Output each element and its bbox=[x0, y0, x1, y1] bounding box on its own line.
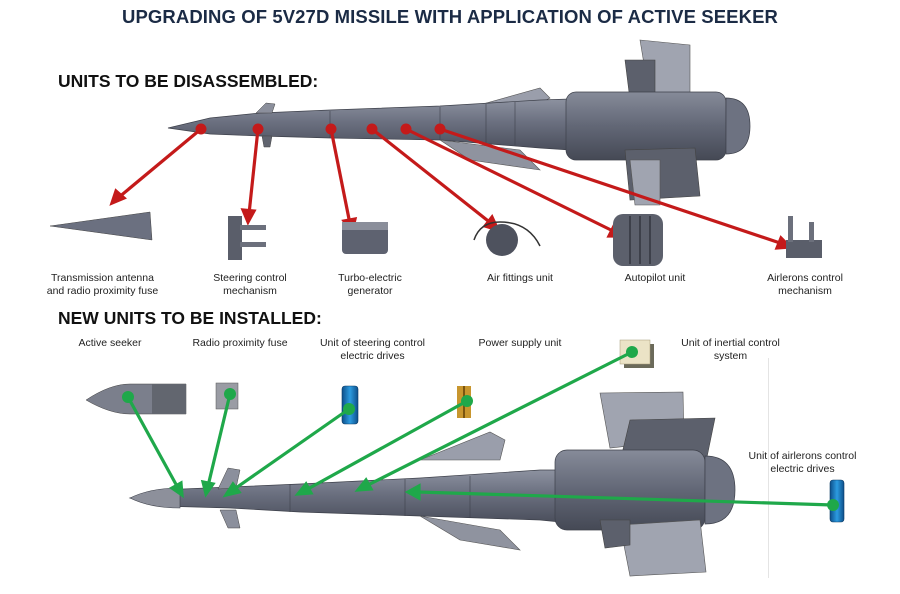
red-arrowhead bbox=[240, 208, 257, 226]
label-line: and radio proximity fuse bbox=[46, 285, 159, 297]
divider-line bbox=[768, 358, 769, 578]
red-marker bbox=[366, 123, 378, 135]
label-line: Air fittings unit bbox=[487, 272, 553, 284]
label-line: Active seeker bbox=[78, 337, 142, 349]
label-line: Airlerons control bbox=[767, 272, 843, 284]
part-turbo-generator bbox=[342, 222, 388, 254]
red-arrowhead bbox=[109, 188, 127, 206]
unit-label-installed: Radio proximity fuse bbox=[180, 337, 300, 350]
unit-label-disassembled: Air fittings unit bbox=[460, 272, 580, 285]
green-arrowhead bbox=[200, 479, 216, 498]
green-arrowhead bbox=[354, 477, 374, 492]
label-line: Unit of airlerons control bbox=[748, 450, 857, 462]
part-air-fittings bbox=[473, 221, 541, 256]
green-arrowhead bbox=[168, 480, 184, 499]
unit-label-disassembled: Autopilot unit bbox=[610, 272, 700, 285]
green-marker bbox=[122, 391, 134, 403]
green-marker bbox=[461, 395, 473, 407]
label-line: mechanism bbox=[778, 285, 832, 297]
label-line: electric drives bbox=[770, 463, 835, 475]
red-marker bbox=[252, 123, 264, 135]
label-line: Unit of inertial control bbox=[681, 337, 780, 349]
part-steering-mechanism bbox=[228, 216, 266, 260]
label-line: Power supply unit bbox=[478, 337, 562, 349]
label-line: electric drives bbox=[340, 350, 405, 362]
green-marker bbox=[343, 403, 355, 415]
removed-parts bbox=[49, 211, 822, 266]
label-line: Turbo-electric bbox=[338, 272, 402, 284]
unit-label-installed: Power supply unit bbox=[470, 337, 570, 350]
label-line: system bbox=[713, 350, 748, 362]
red-marker bbox=[195, 123, 207, 135]
green-arrowhead bbox=[222, 481, 242, 498]
part-ailerons-mechanism bbox=[786, 216, 822, 258]
green-marker bbox=[224, 388, 236, 400]
green-arrows bbox=[122, 346, 839, 511]
green-arrowhead bbox=[294, 481, 314, 496]
section-heading-disassembled: UNITS TO BE DISASSEMBLED: bbox=[58, 71, 319, 91]
green-marker bbox=[827, 499, 839, 511]
unit-label-installed: Active seeker bbox=[55, 337, 165, 350]
label-line: Steering control bbox=[213, 272, 287, 284]
label-line: generator bbox=[347, 285, 393, 297]
part-antenna-cone bbox=[49, 211, 153, 241]
label-line: Radio proximity fuse bbox=[192, 337, 288, 349]
missile-top bbox=[167, 39, 751, 206]
part-active-seeker bbox=[85, 383, 187, 415]
section-heading-installed: NEW UNITS TO BE INSTALLED: bbox=[58, 308, 322, 328]
label-line: mechanism bbox=[223, 285, 277, 297]
green-marker bbox=[626, 346, 638, 358]
missile-bottom-engine bbox=[554, 449, 706, 531]
label-line: Autopilot unit bbox=[624, 272, 686, 284]
part-autopilot bbox=[613, 214, 663, 266]
label-line: Unit of steering control bbox=[319, 337, 426, 349]
red-marker bbox=[400, 123, 412, 135]
green-arrowhead bbox=[404, 483, 421, 501]
label-line: Transmission antenna bbox=[51, 272, 154, 284]
new-parts bbox=[85, 339, 845, 523]
red-marker bbox=[325, 123, 337, 135]
red-marker bbox=[434, 123, 446, 135]
diagram-title: UPGRADING OF 5V27D MISSILE WITH APPLICAT… bbox=[122, 6, 778, 27]
